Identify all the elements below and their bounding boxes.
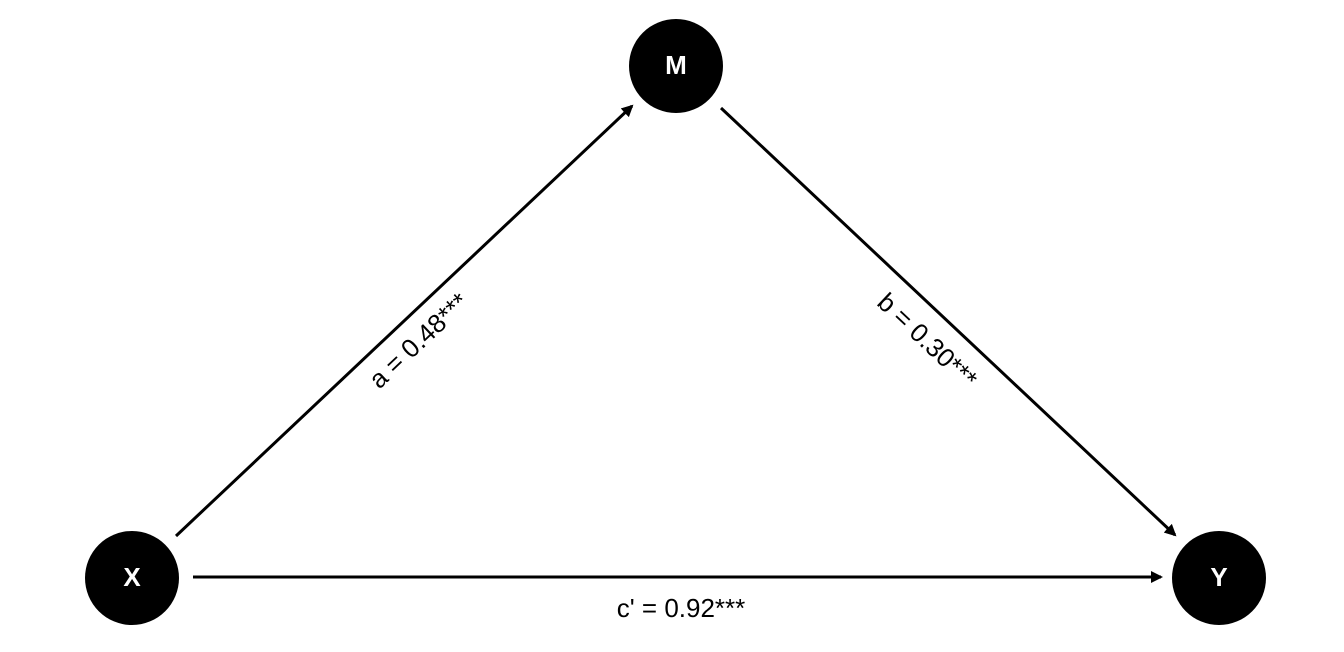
node-m-label: M	[665, 50, 687, 80]
edge-label-c-prime: c' = 0.92***	[617, 593, 746, 623]
node-x: X	[85, 531, 179, 625]
node-x-circle	[85, 531, 179, 625]
node-y-circle	[1172, 531, 1266, 625]
edge-x-to-m	[174, 104, 634, 538]
edge-m-to-y	[719, 106, 1177, 537]
node-m: M	[629, 19, 723, 113]
node-y: Y	[1172, 531, 1266, 625]
node-y-label: Y	[1210, 562, 1227, 592]
node-m-circle	[629, 19, 723, 113]
edge-label-a: a = 0.48***	[363, 287, 475, 395]
node-x-label: X	[123, 562, 141, 592]
